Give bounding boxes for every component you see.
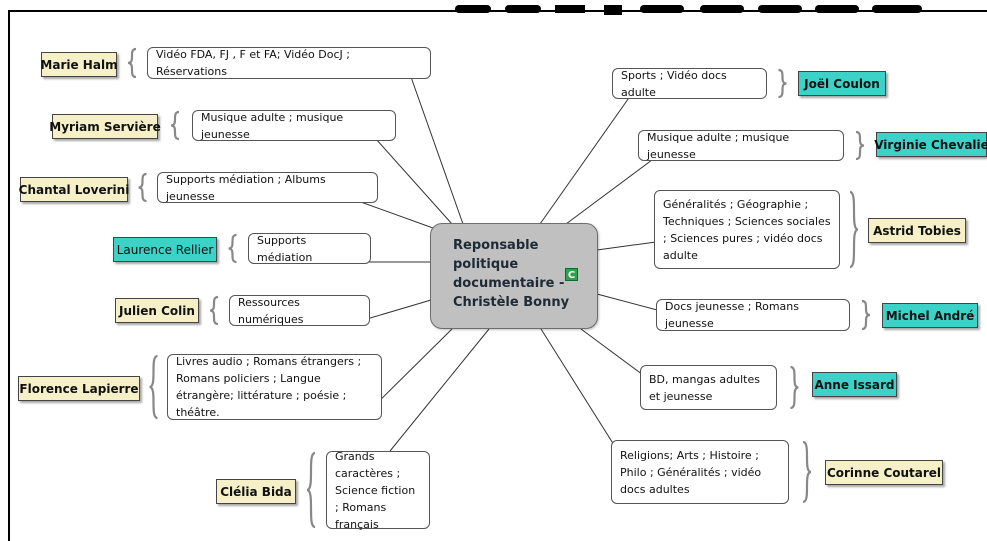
brace-icon [306,451,316,529]
brace-icon [778,68,787,99]
brace-icon [209,295,219,326]
person-joel-coulon[interactable]: Joël Coulon [798,71,886,96]
connector-line [565,155,659,225]
person-astrid-tobies[interactable]: Astrid Tobies [868,218,966,243]
brace-icon [127,47,137,79]
person-florence-lapierre[interactable]: Florence Lapierre [18,376,140,401]
topic-astrid-tobies[interactable]: Généralités ; Géographie ; Techniques ; … [654,190,840,269]
person-michel-andre[interactable]: Michel André [882,303,978,328]
topic-laurence-rellier[interactable]: Supports médiation [248,233,371,264]
person-virginie-chevalie[interactable]: Virginie Chevalie [874,132,987,157]
central-topic[interactable]: Reponsable politique documentaire - Chri… [430,223,598,329]
topic-virginie-chevalie[interactable]: Musique adulte ; musique jeunesse [638,130,844,161]
topic-myriam-serviere[interactable]: Musique adulte ; musique jeunesse [192,110,396,141]
connector-line [375,138,453,225]
person-myriam-serviere[interactable]: Myriam Servière [49,114,161,139]
frame-left-border [8,10,10,541]
brace-icon [849,190,859,269]
person-clelia-bida[interactable]: Clélia Bida [216,479,296,504]
brace-icon [802,440,812,504]
connector-line [410,76,464,225]
topic-julien-colin[interactable]: Ressources numériques [229,295,370,326]
connector-line [389,328,490,452]
contact-badge-icon: C [565,268,578,281]
brace-icon [138,172,147,203]
person-anne-issard[interactable]: Anne Issard [812,372,897,397]
brace-icon [855,130,865,161]
topic-chantal-loverini[interactable]: Supports médiation ; Albums jeunesse [157,172,378,203]
person-laurence-rellier[interactable]: Laurence Rellier [113,237,217,262]
topic-florence-lapierre[interactable]: Livres audio ; Romans étrangers ; Romans… [167,354,382,420]
brace-icon [148,354,159,420]
person-julien-colin[interactable]: Julien Colin [115,298,199,323]
brace-icon [170,110,180,141]
connector-line [357,200,434,229]
topic-clelia-bida[interactable]: Grands caractères ; Science fiction ; Ro… [326,450,430,531]
person-corinne-coutarel[interactable]: Corinne Coutarel [825,460,943,485]
brace-icon [861,299,871,331]
person-chantal-loverini[interactable]: Chantal Loverini [19,177,129,202]
frame-top-border [10,10,987,12]
central-title: Reponsable politique documentaire - Chri… [453,238,570,310]
brace-icon [790,365,799,410]
topic-marie-halm[interactable]: Vidéo FDA, FJ , F et FA; Vidéo DocJ ; Ré… [147,47,431,79]
connector-line [539,93,633,225]
topic-michel-andre[interactable]: Docs jeunesse ; Romans jeunesse [656,299,850,331]
topic-joel-coulon[interactable]: Sports ; Vidéo docs adulte [612,68,767,99]
topic-corinne-coutarel[interactable]: Religions; Arts ; Histoire ; Philo ; Gén… [611,440,789,504]
brace-icon [228,233,237,264]
person-marie-halm[interactable]: Marie Halm [40,52,118,77]
topic-anne-issard[interactable]: BD, mangas adultes et jeunesse [640,365,777,410]
